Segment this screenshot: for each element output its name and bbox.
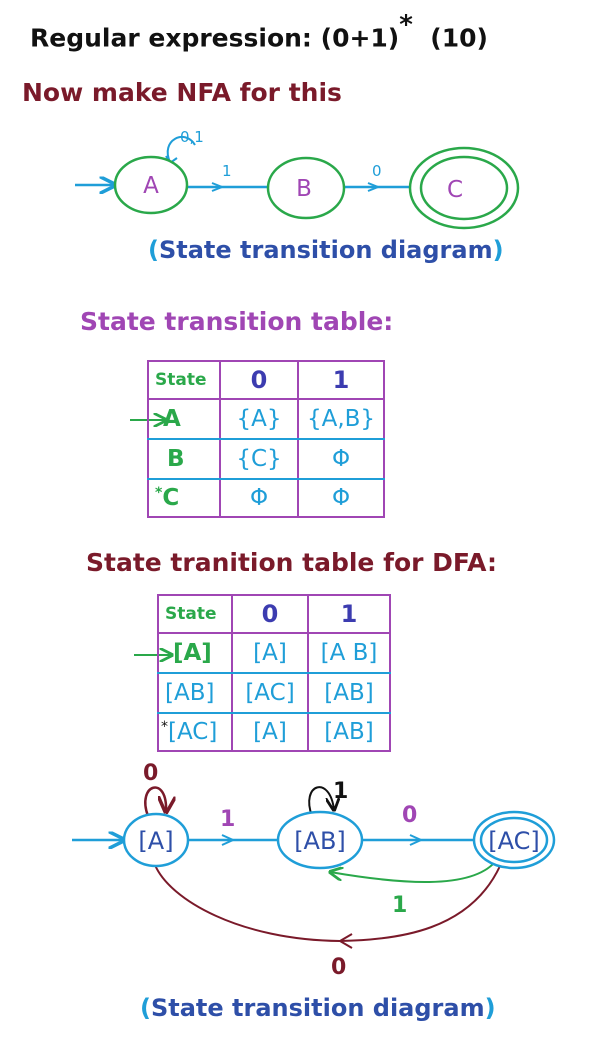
table-cell: [A B] [307,632,391,674]
table-cell: {C} [219,438,299,480]
nfa-state-b-label: B [296,176,312,202]
nfa-state-b-circle [266,156,346,220]
dfa-diagram: [A] [AB] [AC] 0 1 1 0 1 0 [72,761,556,980]
table-cell: Φ [219,478,299,518]
dfa-caption-open: ( [140,994,151,1022]
dfa-caption-text: State transition diagram [150,994,485,1022]
nfa-edge-a-b-label: 1 [222,162,232,180]
dfa-edge-ac-a-label: 0 [331,955,346,980]
dfa-loop-a-label: 0 [143,761,158,786]
table-cell: [AB] [307,712,391,752]
nfa-transition-table: State 0 1 A {A} {A,B} B {C} Φ *C Φ Φ [147,360,385,518]
dfa-caption-close: ) [484,994,496,1022]
dfa-loop-ab-label: 1 [333,779,348,804]
table-header-cell: 0 [231,594,309,634]
nfa-diagram: A B C 0,1 1 0 [75,128,520,230]
table-header-cell: 1 [307,594,391,634]
page-title: Regular expression: (0+1)* (10) [30,10,488,53]
nfa-edge-a-b-arrowhead [211,182,225,192]
title-suffix: (10) [430,23,488,53]
table-cell: [AB] [307,672,391,714]
nfa-caption-text: State transition diagram [158,236,493,264]
dfa-state-a-circle [122,812,190,868]
final-state-name: C [162,485,180,511]
nfa-state-c-label: C [447,177,463,203]
nfa-state-a-circle [113,155,189,215]
final-state-name: [AC] [168,719,218,745]
dfa-edge-ac-a [154,864,501,943]
nfa-state-c-outer [408,146,520,230]
table-header-cell: 0 [219,360,299,400]
table-row: [A] [A] [A B] [157,632,391,674]
table-row: *C Φ Φ [147,478,385,518]
nfa-state-c-inner [419,155,509,221]
table-cell: B [147,438,221,480]
nfa-edge-b-c-label: 0 [372,162,382,180]
dfa-state-ab-label: [AB] [294,827,346,855]
nfa-diagram-caption: (State transition diagram) [148,236,504,264]
table-header-cell: State [157,594,233,634]
dfa-edge-ab-ac-arrowhead [409,834,424,846]
dfa-edge-a-ab-arrowhead [221,834,236,846]
dfa-edge-ac-ab-label: 1 [392,893,407,918]
nfa-table-heading: State transition table: [80,307,394,336]
nfa-state-a-label: A [143,173,159,199]
table-cell: *[AC] [157,712,233,752]
table-row: A {A} {A,B} [147,398,385,440]
table-cell: {A,B} [297,398,385,440]
kleene-star: * [399,10,413,40]
table-header-cell: State [147,360,221,400]
nfa-self-loop-a [166,135,196,163]
table-header-row: State 0 1 [147,360,385,400]
nfa-caption-close: ) [492,236,504,264]
table-cell: {A} [219,398,299,440]
table-row: [AB] [AC] [AB] [157,672,391,714]
table-cell: [AC] [231,672,309,714]
dfa-state-a-label: [A] [138,827,173,855]
dfa-state-ac-inner [479,816,549,864]
nfa-self-loop-label: 0,1 [180,128,204,146]
table-cell: *C [147,478,221,518]
dfa-loop-a [144,786,166,817]
dfa-edge-a-ab-label: 1 [220,807,235,832]
table-cell: Φ [297,478,385,518]
dfa-diagram-caption: (State transition diagram) [140,994,496,1022]
table-cell: [A] [231,632,309,674]
nfa-heading: Now make NFA for this [22,78,342,107]
dfa-table-heading: State tranition table for DFA: [86,548,497,577]
dfa-transition-table: State 0 1 [A] [A] [A B] [AB] [AC] [AB] *… [157,594,391,752]
nfa-caption-open: ( [148,236,159,264]
dfa-edge-ac-a-arrowhead [338,933,353,949]
table-cell: [A] [231,712,309,752]
dfa-state-ac-label: [AC] [488,827,539,855]
table-header-row: State 0 1 [157,594,391,634]
final-state-marker: * [161,719,168,735]
table-cell: [A] [157,632,233,674]
table-cell: Φ [297,438,385,480]
table-row: B {C} Φ [147,438,385,480]
dfa-state-ac-outer [472,810,556,870]
final-state-marker: * [155,485,163,501]
nfa-edge-b-c-arrowhead [367,182,381,192]
table-cell: A [147,398,221,440]
table-cell: [AB] [157,672,233,714]
dfa-loop-ab [308,786,334,817]
dfa-edge-ab-ac-label: 0 [402,803,417,828]
dfa-edge-ac-ab [330,861,496,883]
table-header-cell: 1 [297,360,385,400]
dfa-state-ab-circle [276,810,364,870]
table-row: *[AC] [A] [AB] [157,712,391,752]
title-text: Regular expression: (0+1) [30,23,400,53]
